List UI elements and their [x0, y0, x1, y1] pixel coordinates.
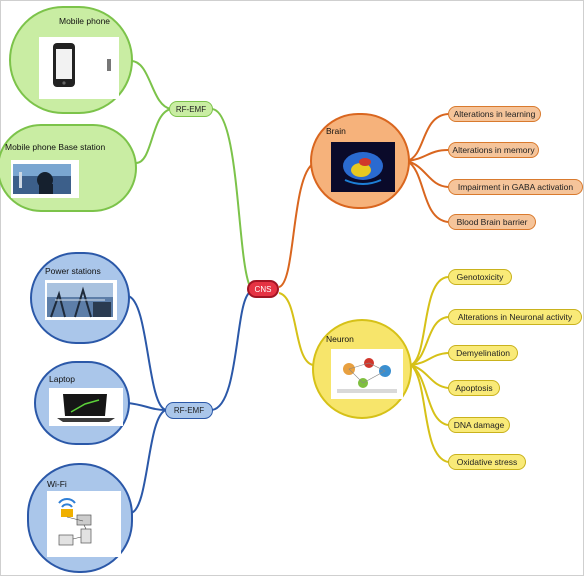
- connector-green: [135, 108, 172, 164]
- cns-center-node: CNS: [247, 280, 279, 298]
- rf-emf-hub-bottom: RF-EMF: [165, 402, 213, 419]
- neuron-effect-demyelination: Demyelination: [448, 345, 518, 361]
- neuron-label: Neuron: [326, 334, 354, 344]
- connector-green: [211, 108, 250, 285]
- connector-orange: [406, 149, 449, 162]
- brain-scan-image: [331, 142, 395, 192]
- base-station-photo: [11, 160, 79, 198]
- connector-yellow: [410, 352, 449, 366]
- connector-yellow: [410, 364, 449, 463]
- connector-yellow: [278, 292, 314, 366]
- connector-orange: [406, 113, 449, 162]
- base-station-label: Mobile phone Base station: [5, 142, 106, 152]
- wifi-router-diagram: [47, 491, 121, 557]
- neuron-cell-diagram: [331, 349, 403, 399]
- brain-effect-gaba: Impairment in GABA activation: [448, 179, 583, 195]
- brain-label: Brain: [326, 126, 346, 136]
- connector-yellow: [410, 364, 449, 426]
- mobile-phone-label: Mobile phone: [59, 16, 111, 26]
- brain-effect-bbb: Blood Brain barrier: [448, 214, 536, 230]
- power-stations-label: Power stations: [45, 266, 101, 276]
- connector-blue: [130, 409, 167, 514]
- connector-yellow: [410, 276, 449, 366]
- connector-green: [130, 60, 172, 110]
- mobile-phone-icon: [39, 37, 119, 99]
- connector-blue: [127, 402, 167, 411]
- neuron-effect-genotoxicity: Genotoxicity: [448, 269, 512, 285]
- connector-orange: [278, 162, 315, 288]
- connector-yellow: [410, 316, 449, 366]
- neuron-effect-oxidative-stress: Oxidative stress: [448, 454, 526, 470]
- neuron-effect-dna-damage: DNA damage: [448, 417, 510, 433]
- brain-effect-memory: Alterations in memory: [448, 142, 539, 158]
- brain-effect-learning: Alterations in learning: [448, 106, 541, 122]
- power-station-photo: [45, 280, 117, 320]
- connector-orange: [406, 160, 449, 188]
- neuron-effect-apoptosis: Apoptosis: [448, 380, 500, 396]
- connector-yellow: [410, 364, 449, 389]
- neuron-effect-neuronal-activity: Alterations in Neuronal activity: [448, 309, 582, 325]
- rf-emf-hub-top: RF-EMF: [169, 101, 213, 117]
- connector-blue: [127, 295, 167, 411]
- laptop-label: Laptop: [49, 374, 75, 384]
- laptop-icon: [49, 388, 123, 426]
- wifi-label: Wi-Fi: [47, 479, 67, 489]
- connector-orange: [406, 160, 449, 223]
- connector-blue: [211, 292, 250, 411]
